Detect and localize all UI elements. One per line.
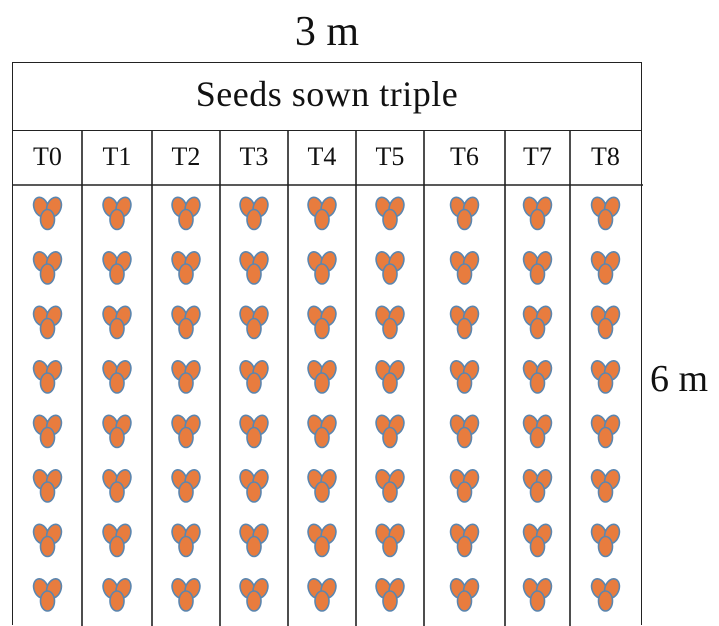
- triple-seed-icon: [449, 414, 480, 449]
- triple-seed-icon: [102, 523, 132, 558]
- triple-seed-icon: [375, 196, 405, 231]
- triple-seed-icon: [375, 305, 405, 340]
- triple-seed-icon: [307, 305, 337, 340]
- column-label-t5: T5: [376, 142, 405, 171]
- field-plot-diagram: Seeds sown triple T0 T1 T2 T3 T4 T5 T6 T7 T8: [12, 62, 643, 626]
- triple-seed-icon: [522, 523, 553, 558]
- plot-grid: T0 T1 T2 T3 T4 T5 T6 T7 T8: [13, 131, 643, 626]
- triple-seed-icon: [449, 196, 480, 231]
- triple-seed-icon: [171, 523, 201, 558]
- column-label-t0: T0: [33, 142, 62, 171]
- column-label-t6: T6: [450, 142, 479, 171]
- triple-seed-icon: [307, 251, 337, 285]
- triple-seed-icon: [449, 251, 480, 285]
- triple-seed-icon: [32, 523, 63, 558]
- triple-seed-icon: [171, 196, 201, 231]
- triple-seed-icon: [102, 578, 132, 612]
- triple-seed-icon: [590, 251, 621, 285]
- triple-seed-icon: [239, 414, 269, 449]
- triple-seed-icon: [102, 251, 132, 285]
- triple-seed-icon: [171, 414, 201, 449]
- triple-seed-icon: [32, 469, 63, 503]
- triple-seed-icon: [307, 196, 337, 231]
- triple-seed-icon: [375, 360, 405, 394]
- triple-seed-icon: [449, 469, 480, 503]
- triple-seed-icon: [102, 305, 132, 340]
- triple-seed-icon: [522, 305, 553, 340]
- triple-seed-icon: [449, 578, 480, 612]
- column-label-t7: T7: [523, 142, 552, 171]
- triple-seed-icon: [375, 251, 405, 285]
- triple-seed-icon: [590, 578, 621, 612]
- triple-seed-icon: [590, 305, 621, 340]
- triple-seed-icon: [522, 251, 553, 285]
- triple-seed-icon: [239, 578, 269, 612]
- triple-seed-icon: [32, 196, 63, 231]
- width-dimension-label: 3 m: [294, 9, 360, 55]
- triple-seed-icon: [307, 578, 337, 612]
- triple-seed-icon: [239, 469, 269, 503]
- triple-seed-icon: [32, 251, 63, 285]
- plot-title: Seeds sown triple: [13, 63, 641, 131]
- triple-seed-icon: [375, 523, 405, 558]
- triple-seed-icon: [590, 414, 621, 449]
- triple-seed-icon: [449, 360, 480, 394]
- triple-seed-icon: [590, 469, 621, 503]
- triple-seed-icon: [102, 360, 132, 394]
- triple-seed-icon: [522, 196, 553, 231]
- triple-seed-icon: [307, 414, 337, 449]
- triple-seed-icon: [171, 578, 201, 612]
- triple-seed-icon: [522, 414, 553, 449]
- column-label-t8: T8: [591, 142, 620, 171]
- triple-seed-icon: [171, 305, 201, 340]
- triple-seed-icon: [449, 305, 480, 340]
- triple-seed-icon: [307, 469, 337, 503]
- triple-seed-icon: [590, 360, 621, 394]
- triple-seed-icon: [307, 523, 337, 558]
- length-dimension-label: 6 m: [650, 358, 709, 400]
- triple-seed-icon: [171, 469, 201, 503]
- triple-seed-icon: [102, 196, 132, 231]
- triple-seed-icon: [590, 196, 621, 231]
- triple-seed-icon: [522, 360, 553, 394]
- column-label-t4: T4: [308, 142, 337, 171]
- triple-seed-icon: [239, 305, 269, 340]
- column-label-t2: T2: [172, 142, 201, 171]
- triple-seed-icon: [32, 305, 63, 340]
- triple-seed-icon: [32, 360, 63, 394]
- triple-seed-icon: [239, 360, 269, 394]
- triple-seed-icon: [102, 414, 132, 449]
- triple-seed-icon: [375, 578, 405, 612]
- triple-seed-icon: [32, 414, 63, 449]
- column-label-t3: T3: [240, 142, 269, 171]
- triple-seed-icon: [307, 360, 337, 394]
- triple-seed-icon: [375, 414, 405, 449]
- triple-seed-icon: [449, 523, 480, 558]
- triple-seed-icon: [590, 523, 621, 558]
- triple-seed-icon: [239, 251, 269, 285]
- triple-seed-icon: [171, 251, 201, 285]
- triple-seed-icon: [102, 469, 132, 503]
- triple-seed-icon: [239, 196, 269, 231]
- triple-seed-icon: [522, 578, 553, 612]
- triple-seed-icon: [32, 578, 63, 612]
- triple-seed-icon: [375, 469, 405, 503]
- column-label-t1: T1: [103, 142, 132, 171]
- triple-seed-icon: [171, 360, 201, 394]
- triple-seed-icon: [522, 469, 553, 503]
- triple-seed-icon: [239, 523, 269, 558]
